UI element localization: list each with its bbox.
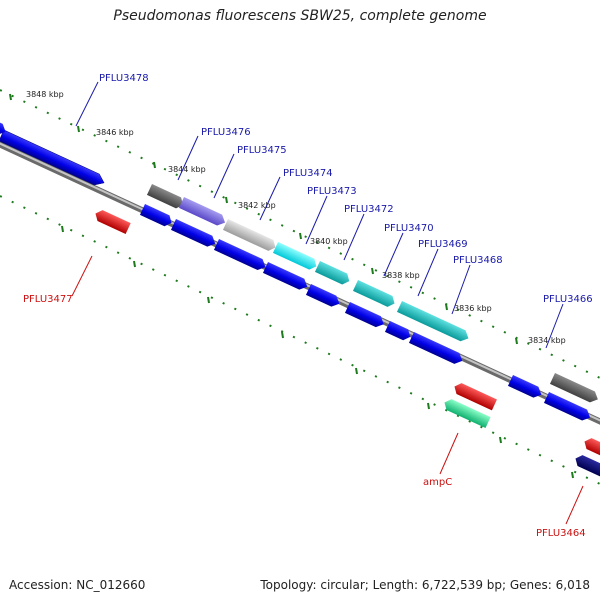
- tick-label: 3838 kbp: [382, 271, 420, 280]
- gene-arrow[interactable]: [452, 381, 497, 411]
- gene-label[interactable]: ampC: [423, 477, 452, 488]
- gene-label[interactable]: PFLU3470: [384, 223, 434, 234]
- label-leaders: [71, 81, 584, 525]
- gene-arrow[interactable]: [262, 262, 310, 292]
- gene-arrow[interactable]: [408, 332, 465, 366]
- tick-label: 3842 kbp: [238, 201, 276, 210]
- gene-label[interactable]: PFLU3476: [201, 127, 251, 138]
- tick-label: 3836 kbp: [454, 304, 492, 313]
- tick-labels: 3848 kbp 3846 kbp 3844 kbp 3842 kbp 3840…: [26, 90, 566, 345]
- gene-label[interactable]: PFLU3478: [99, 73, 149, 84]
- gene-labels: PFLU3478 PFLU3476 PFLU3475 PFLU3474 PFLU…: [23, 73, 593, 539]
- map-title: Pseudomonas fluorescens SBW25, complete …: [113, 8, 487, 24]
- gene-label[interactable]: PFLU3468: [453, 255, 503, 266]
- gene-label[interactable]: PFLU3473: [307, 186, 357, 197]
- tick-label: 3846 kbp: [96, 128, 134, 137]
- gene-arrow[interactable]: [146, 184, 186, 210]
- gene-arrow[interactable]: [543, 392, 593, 423]
- reverse-strand-genes: [93, 208, 600, 481]
- major-ticks: [9, 93, 574, 479]
- gene-arrow[interactable]: [272, 242, 319, 272]
- gene-label[interactable]: PFLU3477: [23, 294, 73, 305]
- gene-arrow[interactable]: [170, 219, 218, 249]
- gene-arrow[interactable]: [222, 219, 278, 253]
- gene-arrow[interactable]: [442, 397, 491, 429]
- gene-label[interactable]: PFLU3474: [283, 168, 333, 179]
- genome-summary-text: Topology: circular; Length: 6,722,539 bp…: [260, 578, 590, 592]
- gene-arrow[interactable]: [384, 321, 413, 342]
- tick-label: 3848 kbp: [26, 90, 64, 99]
- forward-strand-genes: [0, 118, 600, 423]
- tick-label: 3834 kbp: [528, 336, 566, 345]
- gene-label[interactable]: PFLU3466: [543, 294, 593, 305]
- gene-arrow[interactable]: [507, 375, 544, 400]
- gene-arrow[interactable]: [344, 302, 386, 330]
- gene-label[interactable]: PFLU3475: [237, 145, 287, 156]
- gene-arrow[interactable]: [314, 261, 352, 287]
- gene-arrow[interactable]: [139, 204, 174, 228]
- gene-label[interactable]: PFLU3464: [536, 528, 586, 539]
- tick-label: 3840 kbp: [310, 237, 348, 246]
- gene-arrow[interactable]: [93, 208, 131, 234]
- gene-arrow[interactable]: [396, 301, 471, 344]
- gene-arrow[interactable]: [305, 284, 342, 309]
- gene-arrow[interactable]: [213, 239, 268, 273]
- accession-text: Accession: NC_012660: [9, 578, 146, 592]
- tick-ruler-inner: [0, 195, 600, 485]
- gene-arrow[interactable]: [549, 373, 600, 405]
- tick-label: 3844 kbp: [168, 165, 206, 174]
- gene-label[interactable]: PFLU3472: [344, 204, 394, 215]
- gene-label[interactable]: PFLU3469: [418, 239, 468, 250]
- gene-arrow[interactable]: [178, 197, 228, 228]
- gene-arrow[interactable]: [0, 118, 8, 137]
- gene-arrow[interactable]: [0, 129, 107, 188]
- gene-arrow[interactable]: [582, 436, 600, 460]
- gene-arrow[interactable]: [352, 280, 397, 309]
- gene-arrow[interactable]: [573, 453, 600, 481]
